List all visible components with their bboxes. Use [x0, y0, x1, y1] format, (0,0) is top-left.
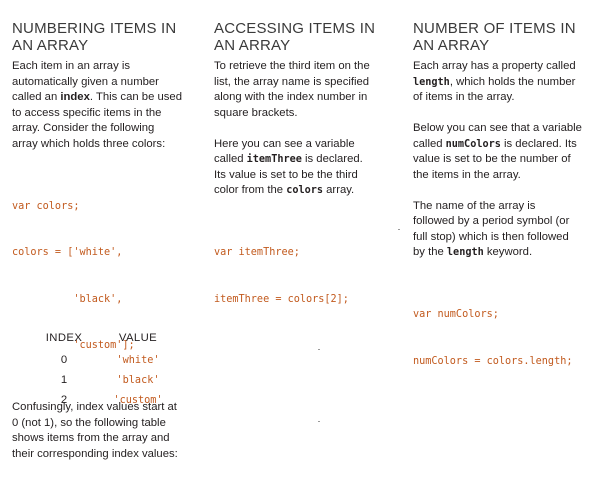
variable-paragraph: Here you can see a variable called itemT…: [214, 137, 396, 199]
scan-speck: [318, 349, 320, 350]
text-line: to access specific items in the: [12, 106, 162, 119]
index-cell: 2: [60, 394, 68, 406]
text-line: the items in the array.: [413, 168, 521, 181]
text-line: value is set to be the number of: [413, 153, 571, 165]
value-cell: 'custom': [113, 394, 163, 406]
code-sample-numcolors: var numColors; numColors = colors.length…: [413, 276, 595, 400]
text-line: called itemThree is declared.: [214, 153, 363, 165]
retrieve-paragraph: To retrieve the third item on the list, …: [214, 59, 396, 121]
text-line: called numColors is declared. Its: [413, 137, 577, 150]
scan-speck: [318, 421, 320, 422]
text-line: by the length keyword.: [413, 246, 533, 258]
text-line: Each item in an array is: [12, 60, 131, 72]
code-line: var itemThree;: [214, 247, 300, 258]
text-line: list, the array name is specified: [214, 75, 370, 88]
code-line: 'black',: [12, 293, 123, 305]
text-line: square brackets.: [214, 106, 298, 119]
text-line: along with the index number in: [214, 91, 368, 103]
text-line: followed by a period symbol (or: [413, 215, 570, 227]
text-line: To retrieve the third item on the: [214, 60, 370, 72]
column-accessing-items: ACCESSING ITEMS IN AN ARRAY To retrieve …: [214, 20, 396, 354]
heading-line: AN ARRAY: [413, 37, 490, 54]
text-line: their corresponding index values:: [12, 447, 178, 460]
text-line: of items in the array.: [413, 91, 515, 103]
text-line: length, which holds the number: [413, 75, 576, 88]
intro-paragraph: Each item in an array is automatically g…: [12, 59, 194, 152]
text-line: 0 (not 1), so the following table: [12, 416, 166, 429]
index-cell: 0: [60, 354, 68, 366]
column-number-of-items: NUMBER OF ITEMS IN AN ARRAY Each array h…: [413, 20, 595, 416]
text-line: The name of the array is: [413, 199, 536, 212]
section-heading-number: NUMBER OF ITEMS IN AN ARRAY: [413, 20, 595, 54]
table-row: 2 'custom': [36, 390, 184, 410]
scan-speck: [398, 229, 400, 230]
value-cell: 'black': [116, 374, 160, 386]
code-line: var colors;: [12, 200, 80, 212]
section-heading-numbering: NUMBERING ITEMS IN AN ARRAY: [12, 20, 194, 54]
text-line: array. Consider the following: [12, 122, 155, 134]
inline-code: numColors: [445, 138, 501, 150]
numcolors-paragraph: Below you can see that a variable called…: [413, 121, 595, 183]
text-line: automatically given a number: [12, 75, 159, 88]
header-value: VALUE: [118, 332, 158, 344]
heading-line: NUMBERING ITEMS IN: [12, 20, 177, 37]
period-paragraph: The name of the array is followed by a p…: [413, 199, 595, 261]
code-line: numColors = colors.length;: [413, 355, 573, 367]
index-cell: 1: [60, 374, 68, 386]
text-line: array which holds three colors:: [12, 137, 166, 150]
text-line: Its value is set to be the third: [214, 168, 358, 181]
code-line: itemThree = colors[2];: [214, 293, 349, 305]
code-line: 'custom'];: [12, 340, 135, 351]
code-sample-itemthree: var itemThree; itemThree = colors[2];: [214, 214, 396, 338]
inline-code: length: [413, 76, 450, 88]
length-paragraph: Each array has a property called length,…: [413, 59, 595, 106]
text-line: called an index. This can be used: [12, 91, 182, 103]
text-line: color from the colors array.: [214, 184, 355, 196]
heading-line: ACCESSING ITEMS IN: [214, 20, 376, 37]
text-line: Confusingly, index values start at: [12, 401, 177, 413]
text-line: Here you can see a variable: [214, 137, 355, 150]
text-line: Each array has a property called: [413, 60, 576, 72]
inline-code: colors: [286, 185, 324, 196]
section-heading-accessing: ACCESSING ITEMS IN AN ARRAY: [214, 20, 396, 54]
index-term: index: [60, 91, 90, 103]
table-row: 1 'black': [36, 370, 184, 390]
heading-line: AN ARRAY: [12, 37, 89, 54]
code-sample-colors: var colors; colors = ['white', 'black', …: [12, 168, 194, 385]
text-line: shows items from the array and: [12, 432, 170, 444]
inline-code: length: [446, 247, 484, 258]
heading-line: AN ARRAY: [214, 37, 291, 54]
inline-code: itemThree: [246, 154, 302, 165]
text-line: Below you can see that a variable: [413, 122, 582, 134]
header-index: INDEX: [45, 332, 83, 344]
code-line: var numColors;: [413, 309, 499, 320]
code-line: colors = ['white',: [12, 247, 123, 258]
table-row: 0 'white': [36, 350, 184, 370]
heading-line: NUMBER OF ITEMS IN: [413, 20, 576, 37]
index-value-table: INDEX VALUE 0 'white' 1 'black' 2 'custo…: [36, 332, 184, 410]
value-cell: 'white': [116, 354, 160, 366]
text-line: full stop) which is then followed: [413, 230, 569, 243]
